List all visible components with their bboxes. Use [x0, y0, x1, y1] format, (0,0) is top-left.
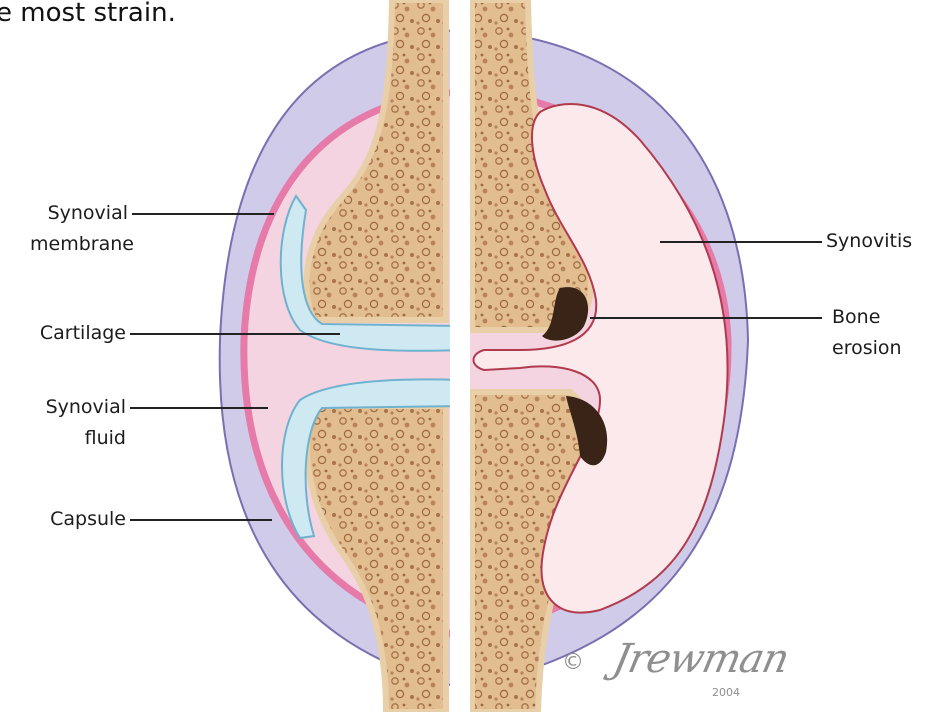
signature-name: Jrewman [609, 636, 792, 682]
copyright-symbol: © [562, 650, 584, 675]
label-bone-erosion: Bone erosion [832, 302, 930, 364]
center-divider [450, 0, 470, 712]
label-capsule: Capsule [20, 504, 126, 535]
label-synovitis: Synovitis [826, 226, 930, 257]
label-synovial-fluid: Synovial fluid [30, 392, 126, 454]
label-synovial-membrane: Synovial membrane [30, 198, 128, 260]
artist-signature: © Jrewman 2004 [558, 628, 758, 708]
label-cartilage: Cartilage [20, 318, 126, 349]
signature-year: 2004 [712, 686, 740, 699]
